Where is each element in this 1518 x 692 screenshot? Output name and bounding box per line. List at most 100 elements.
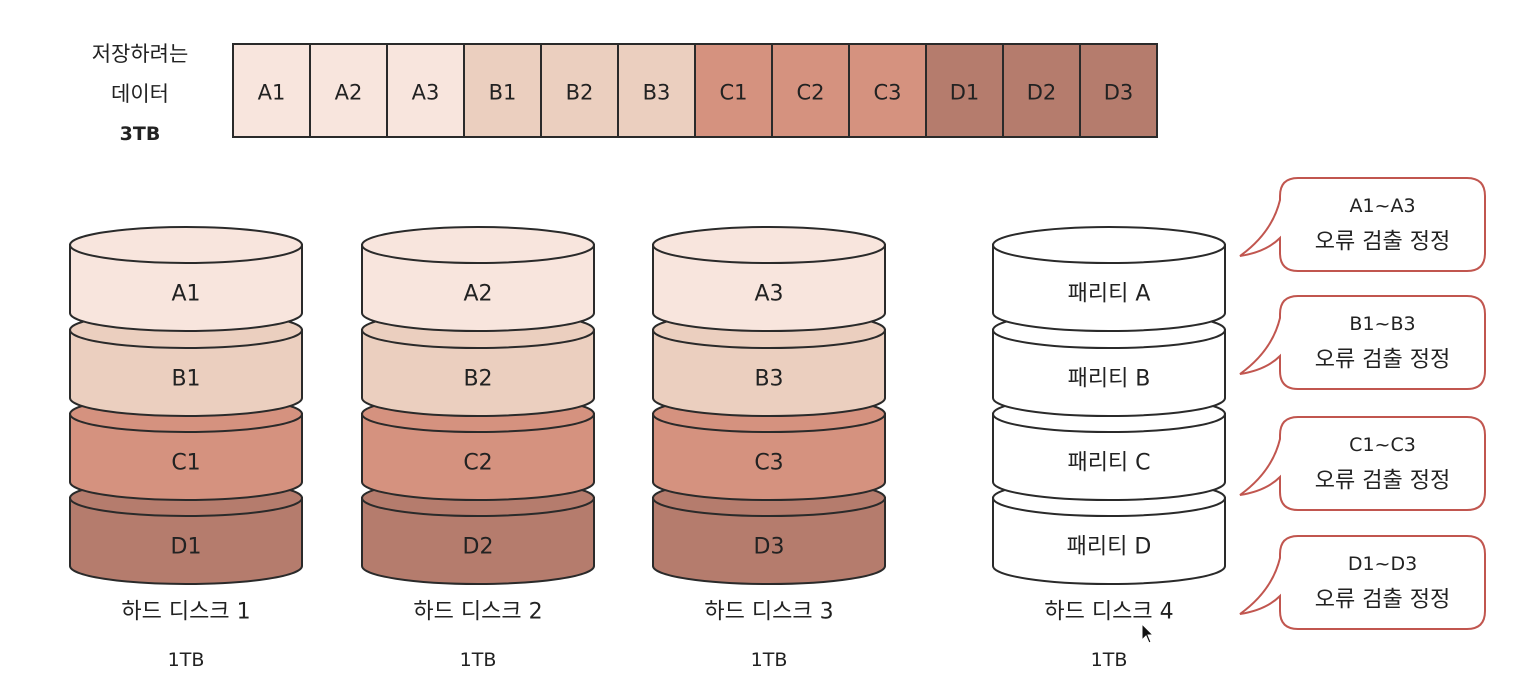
disk-name: 하드 디스크 4 — [1044, 600, 1173, 625]
callout-range: A1~A3 — [1349, 195, 1415, 217]
data-strip: A1 A2 A3 B1 B2 B3 C1 C2 C3 D1 D2 D3 — [232, 43, 1158, 138]
disk-slice-label: B2 — [463, 367, 492, 392]
strip-block: B3 — [617, 43, 696, 138]
disk-slice-body — [361, 413, 595, 501]
strip-block-label: A1 — [258, 81, 286, 105]
strip-block-cell — [771, 43, 850, 138]
disk-slice-body — [69, 497, 303, 585]
disk-slice-body — [992, 244, 1226, 332]
disk-slice-body — [652, 244, 886, 332]
strip-block-cell — [386, 43, 465, 138]
strip-block-cell — [463, 43, 542, 138]
callout-range: D1~D3 — [1348, 553, 1417, 575]
strip-block: C1 — [694, 43, 773, 138]
disk-slice-label: A1 — [171, 282, 200, 307]
disk-slice-label: C1 — [171, 451, 200, 476]
strip-block: A2 — [309, 43, 388, 138]
strip-block: D2 — [1002, 43, 1081, 138]
disk-slice-label: C2 — [463, 451, 492, 476]
disk-slice-label: C3 — [754, 451, 783, 476]
strip-block-label: B1 — [489, 81, 517, 105]
disk-slice-body — [652, 497, 886, 585]
disk-size: 1TB — [751, 649, 788, 671]
callout-text: 오류 검출 정정 — [1315, 348, 1450, 373]
disk-slice-body — [361, 244, 595, 332]
disk-slice-body — [652, 413, 886, 501]
disk-slice-body — [69, 244, 303, 332]
strip-block-cell — [694, 43, 773, 138]
callout-text: 오류 검출 정정 — [1315, 230, 1450, 255]
disk-slice: A2 — [361, 226, 595, 332]
disk-slice-label: B1 — [171, 367, 200, 392]
disk-slice-label: 패리티 B — [1068, 367, 1151, 392]
strip-block-label: D2 — [1027, 81, 1057, 105]
disk-slice-top — [992, 226, 1226, 264]
callout-range: C1~C3 — [1349, 434, 1416, 456]
strip-block: D3 — [1079, 43, 1158, 138]
disk-slice: 패리티 A — [992, 226, 1226, 332]
disk-slice-top — [69, 226, 303, 264]
disk-slice-top — [652, 226, 886, 264]
callout-shape — [1239, 177, 1486, 272]
disk-slice-body — [69, 329, 303, 417]
data-label-line1: 저장하려는 — [91, 42, 189, 66]
strip-block: A3 — [386, 43, 465, 138]
strip-block-label: C3 — [873, 81, 901, 105]
disk-slice-label: B3 — [754, 367, 783, 392]
disk-slice-body — [361, 329, 595, 417]
strip-block: B2 — [540, 43, 619, 138]
strip-block-cell — [540, 43, 619, 138]
disk-slice-label: D2 — [463, 535, 494, 560]
disk-slice-label: D1 — [171, 535, 202, 560]
strip-block-label: C2 — [796, 81, 824, 105]
strip-block-cell — [925, 43, 1004, 138]
strip-block-label: A3 — [412, 81, 440, 105]
callout-bubble: C1~C3 오류 검출 정정 — [1239, 416, 1486, 511]
mouse-pointer-icon — [1141, 622, 1155, 644]
callout-bubble: A1~A3 오류 검출 정정 — [1239, 177, 1486, 272]
disk-slice-body — [992, 329, 1226, 417]
data-label: 저장하려는 데이터 3TB — [60, 34, 220, 154]
hard-disk-3: D3 C3 B3 A3 하드 디스크 3 1TB — [652, 226, 886, 671]
disk-slice-label: 패리티 A — [1068, 282, 1151, 307]
disk-slice-label: A2 — [463, 282, 492, 307]
disk-slice-top — [361, 226, 595, 264]
callout-text: 오류 검출 정정 — [1315, 588, 1450, 613]
strip-block-label: A2 — [335, 81, 363, 105]
disk-slice: A1 — [69, 226, 303, 332]
strip-block: C3 — [848, 43, 927, 138]
disk-slice-body — [992, 413, 1226, 501]
strip-block-cell — [617, 43, 696, 138]
strip-block-label: B2 — [566, 81, 594, 105]
strip-block-label: D1 — [950, 81, 980, 105]
disk-name: 하드 디스크 3 — [704, 600, 833, 625]
data-label-size: 3TB — [119, 123, 161, 145]
disk-slice: A3 — [652, 226, 886, 332]
callout-text: 오류 검출 정정 — [1315, 469, 1450, 494]
callout-shape — [1239, 535, 1486, 630]
disk-slice-label: 패리티 D — [1067, 535, 1152, 560]
disk-slice-label: 패리티 C — [1067, 451, 1150, 476]
disk-slice-body — [361, 497, 595, 585]
strip-block-cell — [309, 43, 388, 138]
disk-slice-label: D3 — [754, 535, 785, 560]
hard-disk-1: D1 C1 B1 A1 하드 디스크 1 1TB — [69, 226, 303, 671]
strip-block: D1 — [925, 43, 1004, 138]
disk-name: 하드 디스크 1 — [121, 600, 250, 625]
disk-slice-label: A3 — [754, 282, 783, 307]
strip-block: A1 — [232, 43, 311, 138]
strip-block: B1 — [463, 43, 542, 138]
strip-block-label: B3 — [643, 81, 671, 105]
disk-size: 1TB — [168, 649, 205, 671]
disk-slice-body — [69, 413, 303, 501]
strip-block-cell — [1079, 43, 1158, 138]
disk-name: 하드 디스크 2 — [413, 600, 542, 625]
strip-block: C2 — [771, 43, 850, 138]
strip-block-label: D3 — [1104, 81, 1134, 105]
strip-block-label: C1 — [719, 81, 747, 105]
